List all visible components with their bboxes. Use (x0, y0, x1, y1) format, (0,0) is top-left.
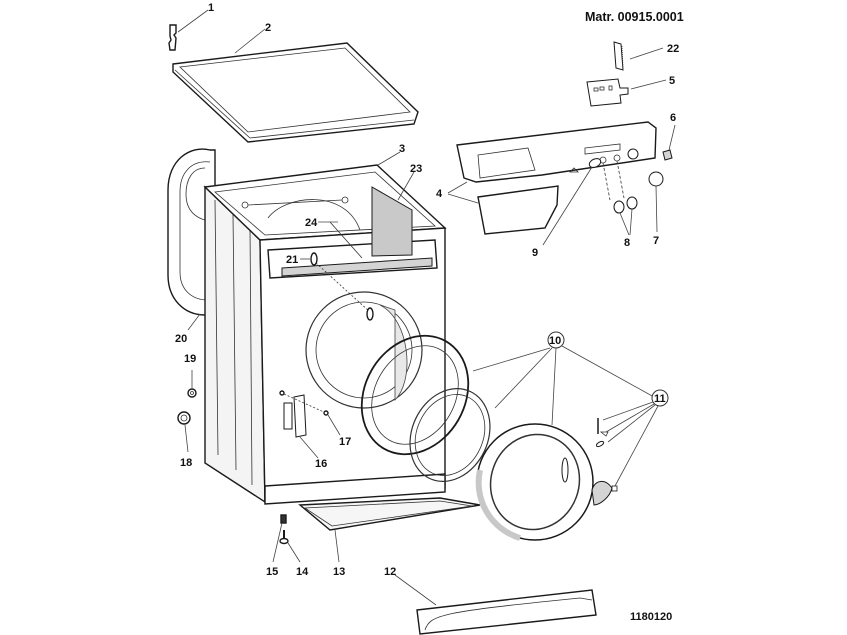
callout-5: 5 (669, 75, 675, 87)
callout-8: 8 (624, 237, 630, 249)
callout-19: 19 (184, 353, 196, 365)
part-8-push-buttons[interactable] (602, 160, 638, 214)
callout-6: 6 (670, 112, 676, 124)
callout-2: 2 (265, 22, 271, 34)
callout-12: 12 (384, 566, 396, 578)
figure-code-label: 1180120 (630, 611, 672, 623)
part-18-hose-clip[interactable] (177, 411, 191, 425)
part-5-electronic-board[interactable] (586, 78, 629, 107)
part-24-front-crossbar[interactable] (329, 221, 363, 259)
callout-14: 14 (296, 566, 309, 578)
part-6-indicator-lens[interactable] (662, 149, 673, 161)
callout-10: 10 (549, 335, 561, 347)
callout-7: 7 (653, 235, 659, 247)
part-15-foot-nut[interactable] (280, 514, 287, 524)
part-22-connector[interactable] (613, 41, 624, 71)
matr-number-label: Matr. 00915.0001 (585, 10, 684, 24)
part-10-door-assembly[interactable] (341, 316, 594, 542)
part-11-door-handle-kit[interactable] (591, 418, 618, 506)
callout-11: 11 (654, 393, 666, 405)
part-13-base-frame[interactable] (298, 497, 481, 531)
part-1-hinge-clip[interactable] (168, 24, 177, 51)
callout-16: 16 (315, 458, 327, 470)
part-3-cabinet[interactable] (203, 164, 447, 505)
callout-4: 4 (436, 188, 443, 200)
part-4-dispenser-front[interactable] (477, 185, 559, 235)
part-12-kickplate[interactable] (416, 589, 597, 635)
callout-1: 1 (208, 2, 214, 14)
callout-20: 20 (175, 333, 187, 345)
callout-3: 3 (399, 143, 405, 155)
part-4-control-panel[interactable] (456, 121, 657, 183)
part-21-lamp[interactable] (310, 252, 374, 321)
part-20-back-panel[interactable] (167, 148, 216, 316)
callout-9: 9 (532, 247, 538, 259)
part-2-top-cover[interactable] (172, 42, 419, 143)
part-17-screw[interactable] (279, 390, 329, 416)
callout-22: 22 (667, 43, 679, 55)
callout-18: 18 (180, 457, 192, 469)
part-14-adjustable-foot[interactable] (279, 530, 289, 545)
part-9-light-pipe[interactable] (588, 157, 602, 169)
callout-15: 15 (266, 566, 278, 578)
callout-21: 21 (286, 254, 298, 266)
callout-24: 24 (305, 217, 318, 229)
callout-13: 13 (333, 566, 345, 578)
part-19-grommet[interactable] (187, 388, 197, 398)
part-16-door-interlock[interactable] (283, 394, 307, 438)
part-7-selector-knob[interactable] (648, 171, 664, 187)
callout-17: 17 (339, 436, 351, 448)
callout-23: 23 (410, 163, 422, 175)
